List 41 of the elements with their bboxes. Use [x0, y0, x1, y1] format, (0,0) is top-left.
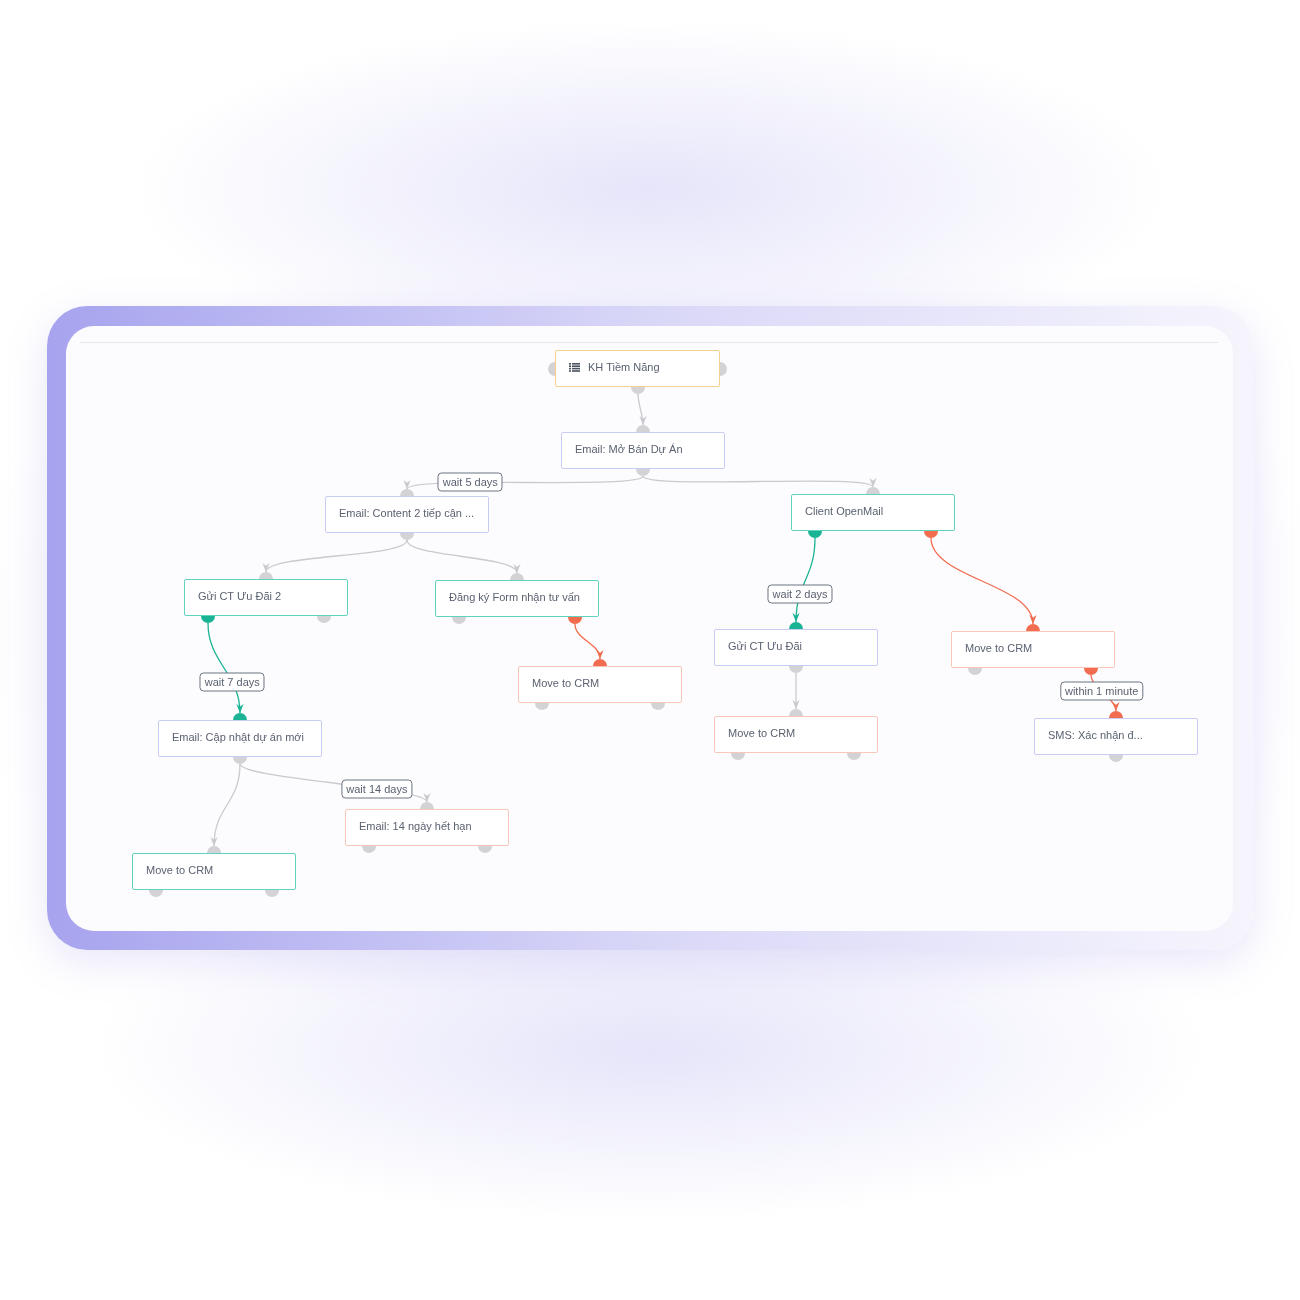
step-box — [518, 666, 682, 703]
step-box — [561, 432, 725, 469]
step-box — [325, 496, 489, 533]
edge-label: wait 7 days — [199, 672, 265, 692]
step-box — [158, 720, 322, 757]
step-label: Email: Cập nhật dự án mới — [172, 730, 304, 745]
step-label: Move to CRM — [728, 726, 796, 741]
step-box — [1034, 718, 1198, 755]
step-label: KH Tiềm Năng — [588, 360, 660, 375]
step-label: Client OpenMail — [805, 504, 884, 519]
arrow — [637, 393, 647, 426]
step-box — [714, 629, 878, 666]
edge-label: within 1 minute — [1059, 681, 1144, 701]
step-box — [714, 716, 878, 753]
step-label: Move to CRM — [146, 863, 214, 878]
edge-label: wait 2 days — [767, 584, 833, 604]
arrow — [210, 763, 241, 847]
arrow — [406, 539, 518, 574]
step-box — [951, 631, 1115, 668]
edge-label: wait 14 days — [341, 779, 413, 799]
edge-label: wait 5 days — [437, 473, 503, 492]
trigger-box — [555, 350, 720, 387]
step-label: Move to CRM — [532, 676, 600, 691]
step-label: Email: Content 2 tiếp cận ... — [339, 506, 475, 521]
arrow — [265, 539, 408, 573]
step-box — [345, 809, 509, 846]
step-label: Gửi CT Ưu Đãi — [728, 639, 802, 654]
step-label: Move to CRM — [965, 641, 1033, 656]
step-box — [184, 579, 348, 616]
step-box — [791, 494, 955, 531]
arrow — [642, 475, 874, 488]
arrow — [574, 623, 603, 660]
step-label: Đăng ký Form nhận tư vấn — [449, 590, 580, 605]
step-box — [435, 580, 599, 617]
arrow — [792, 672, 800, 710]
step-label: Email: Mở Bán Dự Án — [575, 442, 683, 457]
step-box — [132, 853, 296, 890]
step-label: Email: 14 ngày hết hạn — [359, 819, 472, 834]
step-label: Gửi CT Ưu Đãi 2 — [198, 589, 282, 604]
step-label: SMS: Xác nhận đ... — [1048, 728, 1143, 743]
arrow — [930, 537, 1035, 625]
